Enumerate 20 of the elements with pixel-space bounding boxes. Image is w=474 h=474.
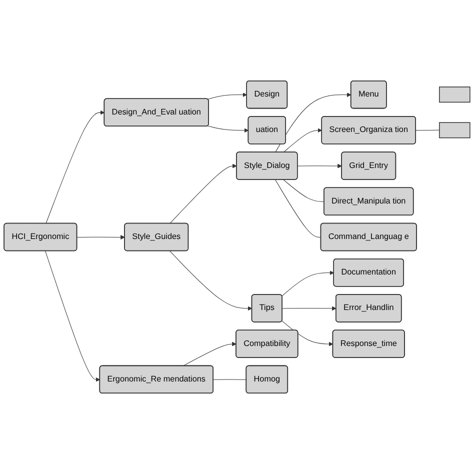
node-box <box>439 122 470 138</box>
arrow <box>46 110 105 224</box>
arrow <box>76 235 125 240</box>
connector <box>275 180 322 238</box>
arrow <box>207 92 248 100</box>
arrow <box>45 250 100 382</box>
node-box <box>439 86 470 103</box>
connector <box>283 180 324 202</box>
arrow <box>283 128 322 153</box>
connector <box>416 130 440 131</box>
arrow <box>170 164 237 224</box>
arrow <box>297 164 342 168</box>
arrow <box>282 306 336 311</box>
arrow <box>282 320 334 346</box>
arrow <box>170 250 252 311</box>
connector <box>213 379 247 380</box>
arrow <box>207 126 249 133</box>
arrow <box>182 342 236 366</box>
arrow <box>275 92 352 153</box>
arrow <box>282 270 334 296</box>
